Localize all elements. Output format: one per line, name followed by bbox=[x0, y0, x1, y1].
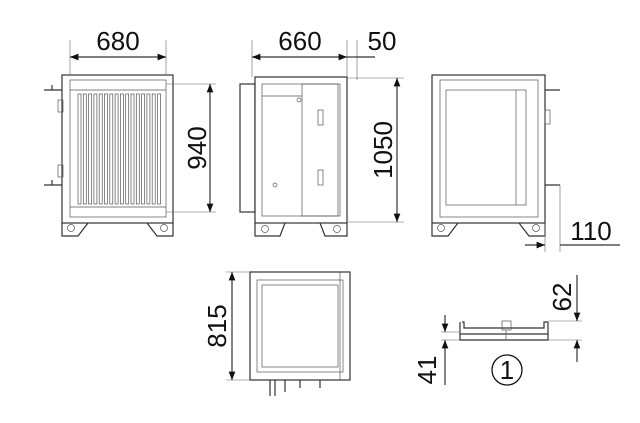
detail-marker-circle bbox=[491, 354, 523, 386]
dimension-62: 62 bbox=[547, 283, 577, 312]
coil-fin bbox=[151, 93, 156, 205]
dimension-940: 940 bbox=[182, 126, 212, 169]
coil-fin bbox=[141, 93, 145, 205]
coil-fin bbox=[82, 93, 87, 205]
coil-fin bbox=[135, 93, 140, 205]
dimension-1050: 1050 bbox=[368, 121, 398, 179]
coil-fin bbox=[98, 93, 103, 205]
coil-fin bbox=[157, 93, 161, 205]
dimension-660: 660 bbox=[278, 26, 321, 56]
front-view: 680 940 bbox=[44, 26, 216, 237]
dimension-41: 41 bbox=[412, 356, 442, 385]
rear-view: 110 bbox=[431, 74, 620, 252]
dimension-680: 680 bbox=[96, 26, 139, 56]
side-view: 660 50 1050 bbox=[239, 26, 404, 237]
coil-fin bbox=[109, 93, 114, 205]
coil-fin bbox=[77, 93, 82, 205]
coil-fin bbox=[120, 93, 124, 205]
coil-fin bbox=[88, 93, 92, 205]
dimension-110: 110 bbox=[570, 216, 611, 246]
coil-fin bbox=[93, 93, 98, 205]
dimension-50: 50 bbox=[368, 26, 397, 56]
coil-fin bbox=[146, 93, 151, 205]
coil-fin bbox=[130, 93, 135, 205]
detail-view-1: 62 41 1 bbox=[412, 275, 582, 386]
coil-fin bbox=[114, 93, 119, 205]
top-view: 815 bbox=[202, 271, 351, 396]
coil-fin bbox=[125, 93, 130, 205]
dimension-815: 815 bbox=[202, 304, 232, 347]
coil-fin bbox=[104, 93, 108, 205]
detail-marker: 1 bbox=[500, 355, 514, 385]
